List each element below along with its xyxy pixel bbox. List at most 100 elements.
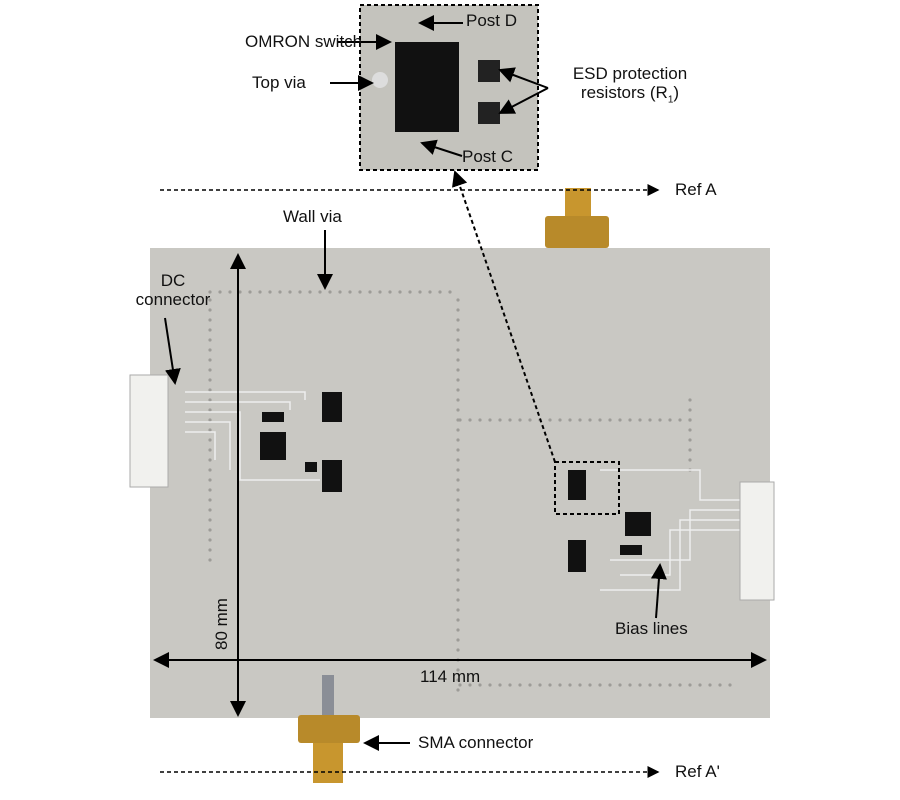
via bbox=[548, 418, 552, 422]
esd-label-line1: ESD protection bbox=[572, 64, 688, 83]
sma-connector-label: SMA connector bbox=[418, 733, 534, 752]
via bbox=[456, 448, 460, 452]
via bbox=[488, 418, 492, 422]
via bbox=[628, 418, 632, 422]
via bbox=[456, 538, 460, 542]
via bbox=[456, 358, 460, 362]
via bbox=[208, 318, 212, 322]
via bbox=[456, 628, 460, 632]
via bbox=[498, 418, 502, 422]
via bbox=[688, 438, 692, 442]
via bbox=[456, 348, 460, 352]
via bbox=[578, 418, 582, 422]
via bbox=[208, 290, 212, 294]
via bbox=[208, 538, 212, 542]
via bbox=[218, 290, 222, 294]
via bbox=[288, 290, 292, 294]
via bbox=[208, 428, 212, 432]
esd-subscript: 1 bbox=[667, 94, 674, 106]
via bbox=[278, 290, 282, 294]
via bbox=[538, 683, 542, 687]
via bbox=[588, 418, 592, 422]
via bbox=[418, 290, 422, 294]
via bbox=[208, 548, 212, 552]
via bbox=[678, 683, 682, 687]
via bbox=[618, 418, 622, 422]
via bbox=[468, 683, 472, 687]
via bbox=[456, 688, 460, 692]
wall-via-label: Wall via bbox=[283, 207, 342, 226]
via bbox=[638, 683, 642, 687]
ref-a-label: Ref A bbox=[675, 180, 717, 199]
via bbox=[378, 290, 382, 294]
via bbox=[208, 368, 212, 372]
via bbox=[298, 290, 302, 294]
omron-switches-right bbox=[568, 470, 651, 572]
via bbox=[208, 398, 212, 402]
via bbox=[208, 478, 212, 482]
via bbox=[528, 683, 532, 687]
via bbox=[208, 378, 212, 382]
via bbox=[456, 528, 460, 532]
via bbox=[688, 428, 692, 432]
via bbox=[438, 290, 442, 294]
via bbox=[518, 683, 522, 687]
via bbox=[498, 683, 502, 687]
via bbox=[688, 398, 692, 402]
via bbox=[456, 328, 460, 332]
height-label: 80 mm bbox=[212, 598, 231, 650]
via bbox=[208, 298, 212, 302]
via bbox=[328, 290, 332, 294]
pcb-board bbox=[150, 248, 770, 718]
post-c-label: Post C bbox=[462, 147, 514, 166]
via bbox=[208, 558, 212, 562]
via bbox=[688, 448, 692, 452]
via bbox=[478, 418, 482, 422]
via bbox=[548, 683, 552, 687]
via bbox=[208, 418, 212, 422]
via bbox=[456, 468, 460, 472]
via bbox=[618, 683, 622, 687]
esd-text: resistors (R bbox=[580, 82, 668, 102]
via bbox=[456, 428, 460, 432]
via bbox=[338, 290, 342, 294]
post-d-label: Post D bbox=[466, 11, 518, 30]
via bbox=[688, 408, 692, 412]
via bbox=[508, 683, 512, 687]
via bbox=[456, 638, 460, 642]
via bbox=[668, 418, 672, 422]
via bbox=[228, 290, 232, 294]
via bbox=[578, 683, 582, 687]
via bbox=[456, 558, 460, 562]
via bbox=[648, 683, 652, 687]
inset-region-marker bbox=[554, 461, 620, 515]
via bbox=[208, 448, 212, 452]
via bbox=[456, 488, 460, 492]
via bbox=[208, 338, 212, 342]
via bbox=[208, 528, 212, 532]
via bbox=[638, 418, 642, 422]
via bbox=[208, 348, 212, 352]
via bbox=[408, 290, 412, 294]
via bbox=[208, 508, 212, 512]
via bbox=[668, 683, 672, 687]
via bbox=[448, 290, 452, 294]
ref-a-prime-label: Ref A' bbox=[675, 762, 720, 781]
wall-vias bbox=[208, 290, 732, 692]
via bbox=[728, 683, 732, 687]
via bbox=[608, 418, 612, 422]
via bbox=[428, 290, 432, 294]
via bbox=[208, 498, 212, 502]
via bbox=[456, 438, 460, 442]
via bbox=[598, 683, 602, 687]
via bbox=[598, 418, 602, 422]
via bbox=[688, 418, 692, 422]
via bbox=[208, 358, 212, 362]
dc-connector-right bbox=[739, 481, 775, 601]
via bbox=[456, 588, 460, 592]
via bbox=[208, 328, 212, 332]
via bbox=[718, 683, 722, 687]
via bbox=[258, 290, 262, 294]
via bbox=[456, 518, 460, 522]
